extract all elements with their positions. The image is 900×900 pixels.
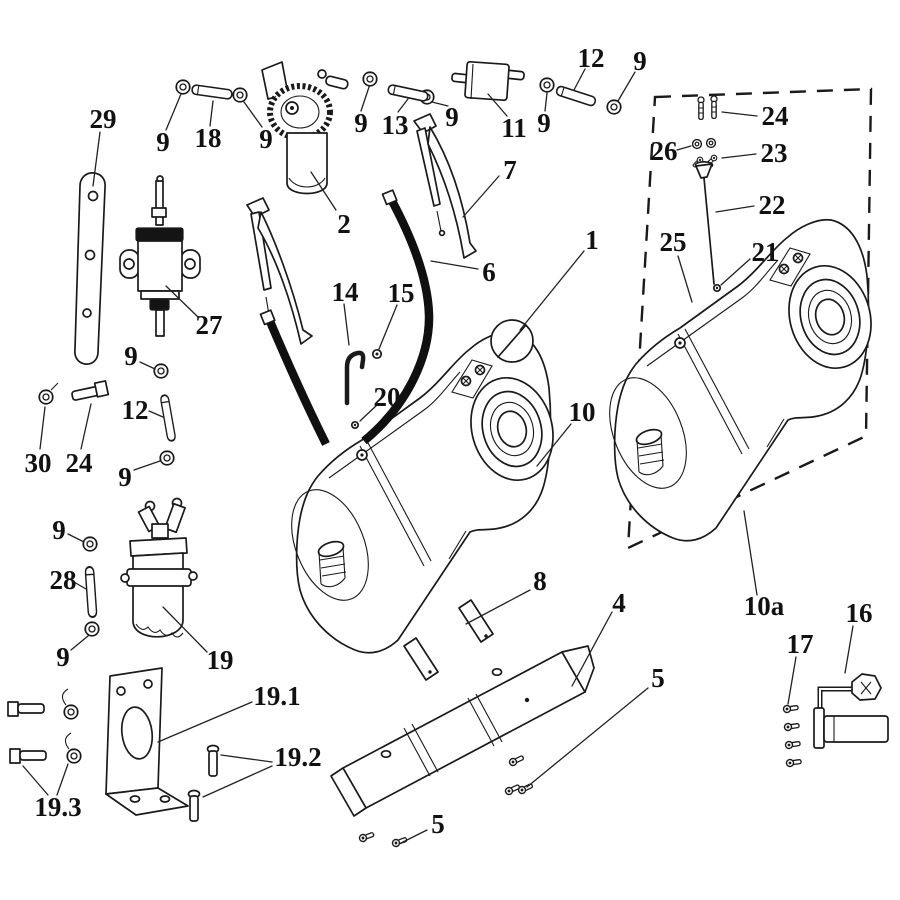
callout-5b: 5 — [431, 809, 445, 839]
part-2-fuel-filter-assembly — [261, 61, 349, 195]
part-8-rubber-pads — [403, 599, 494, 681]
callout-8: 8 — [533, 566, 547, 596]
part-25-fuel-tank-variant — [593, 218, 884, 542]
part-30-nut-with-pin — [38, 382, 59, 405]
callout-12a: 12 — [578, 43, 605, 73]
callout-22: 22 — [759, 190, 786, 220]
part-24-studs — [697, 95, 718, 121]
part-17-screws — [782, 703, 803, 768]
part-26-rings — [691, 137, 717, 150]
callout-23: 23 — [761, 138, 788, 168]
callout-9i: 9 — [52, 515, 66, 545]
callout-29: 29 — [90, 104, 117, 134]
callout-16: 16 — [846, 598, 873, 628]
callout-28: 28 — [50, 565, 77, 595]
callout-9g: 9 — [124, 341, 138, 371]
callout-17: 17 — [787, 629, 814, 659]
callout-14: 14 — [332, 277, 359, 307]
part-19-water-separator — [120, 497, 198, 638]
part-27-fuel-pump — [119, 175, 201, 337]
part-19-2-bolts — [187, 744, 220, 822]
callout-27: 27 — [196, 310, 223, 340]
callout-19-2: 19.2 — [274, 742, 321, 772]
callout-12b: 12 — [122, 395, 149, 425]
callout-7: 7 — [503, 155, 517, 185]
part-22-vent-rod — [694, 160, 715, 285]
callout-9e: 9 — [537, 108, 551, 138]
callout-6: 6 — [482, 257, 496, 287]
callout-18: 18 — [195, 123, 222, 153]
callout-9a: 9 — [156, 127, 170, 157]
part-19-3-fasteners — [7, 688, 82, 764]
part-16-fuel-valve — [813, 673, 889, 749]
callout-4: 4 — [612, 588, 626, 618]
callout-10: 10 — [569, 397, 596, 427]
part-14-hook — [344, 350, 366, 406]
callout-11: 11 — [501, 113, 527, 143]
callout-25: 25 — [660, 227, 687, 257]
callout-10a: 10a — [744, 591, 785, 621]
callout-24a: 24 — [762, 101, 789, 131]
callout-19: 19 — [207, 645, 234, 675]
callout-9c: 9 — [354, 108, 368, 138]
callout-19-3: 19.3 — [34, 792, 81, 822]
part-19-1-l-bracket — [105, 667, 189, 816]
part-15-washer — [371, 348, 383, 360]
part-6-hold-down-bands — [259, 189, 434, 446]
callout-9h: 9 — [118, 462, 132, 492]
callout-labels: 29 9 18 9 2 9 13 9 11 9 12 9 7 6 1 14 15… — [25, 43, 873, 839]
part-10-fuel-tank — [275, 330, 566, 654]
part-1-fuel-cap — [490, 319, 534, 363]
callout-1: 1 — [585, 225, 599, 255]
callout-9f: 9 — [633, 46, 647, 76]
callout-26: 26 — [651, 136, 678, 166]
part-11-inline-filter — [451, 60, 525, 102]
callout-9b: 9 — [259, 124, 273, 154]
part-29-mount-strip — [74, 172, 106, 365]
callout-24b: 24 — [66, 448, 93, 478]
callout-9d: 9 — [445, 102, 459, 132]
callout-2: 2 — [337, 209, 351, 239]
callout-20: 20 — [374, 382, 401, 412]
callout-30: 30 — [25, 448, 52, 478]
part-7-tank-straps — [246, 113, 477, 345]
part-20-grommet — [350, 420, 360, 430]
callout-9j: 9 — [56, 642, 70, 672]
callout-15: 15 — [388, 278, 415, 308]
callout-19-1: 19.1 — [253, 681, 300, 711]
part-4-tank-guard-channel — [330, 645, 595, 817]
part-24-flange-bolt — [71, 380, 110, 401]
callout-13: 13 — [382, 110, 409, 140]
callout-21: 21 — [752, 237, 779, 267]
callout-5a: 5 — [651, 663, 665, 693]
part-21-grommet — [712, 283, 722, 293]
leader-lines — [22, 68, 854, 844]
